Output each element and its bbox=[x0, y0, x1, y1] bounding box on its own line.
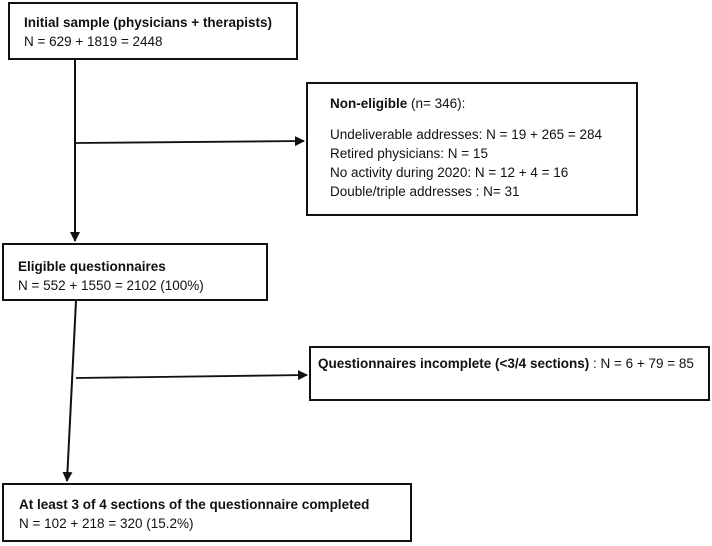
non-eligible-count: (n= 346): bbox=[407, 96, 466, 111]
incomplete-text: Questionnaires incomplete (<3/4 sections… bbox=[318, 354, 700, 373]
incomplete-count: : N = 6 + 79 = 85 bbox=[589, 356, 694, 371]
initial-sample-title: Initial sample (physicians + therapists) bbox=[24, 15, 272, 30]
incomplete-title: Questionnaires incomplete (<3/4 sections… bbox=[318, 356, 590, 371]
non-eligible-item: Undeliverable addresses: N = 19 + 265 = … bbox=[330, 127, 603, 142]
non-eligible-title: Non-eligible bbox=[330, 96, 408, 111]
completed-box: At least 3 of 4 sections of the question… bbox=[2, 483, 412, 542]
non-eligible-item: Double/triple addresses : N= 31 bbox=[330, 184, 520, 199]
arrow-eligible-to-completed bbox=[62, 300, 77, 482]
eligible-title: Eligible questionnaires bbox=[18, 259, 166, 274]
completed-title: At least 3 of 4 sections of the question… bbox=[19, 497, 370, 512]
eligible-box: Eligible questionnaires N = 552 + 1550 =… bbox=[2, 243, 268, 301]
non-eligible-box: Non-eligible (n= 346): Undeliverable add… bbox=[306, 82, 638, 216]
non-eligible-heading: Non-eligible (n= 346): bbox=[330, 94, 626, 113]
arrow-to-incomplete bbox=[75, 370, 308, 381]
arrow-to-non-eligible bbox=[75, 136, 305, 147]
incomplete-box: Questionnaires incomplete (<3/4 sections… bbox=[309, 346, 710, 401]
non-eligible-item: No activity during 2020: N = 12 + 4 = 16 bbox=[330, 165, 569, 180]
spacer bbox=[330, 113, 626, 125]
initial-sample-box: Initial sample (physicians + therapists)… bbox=[8, 2, 298, 60]
initial-sample-count: N = 629 + 1819 = 2448 bbox=[24, 34, 163, 49]
non-eligible-item: Retired physicians: N = 15 bbox=[330, 146, 488, 161]
completed-count: N = 102 + 218 = 320 (15.2%) bbox=[19, 516, 194, 531]
eligible-count: N = 552 + 1550 = 2102 (100%) bbox=[18, 278, 204, 293]
